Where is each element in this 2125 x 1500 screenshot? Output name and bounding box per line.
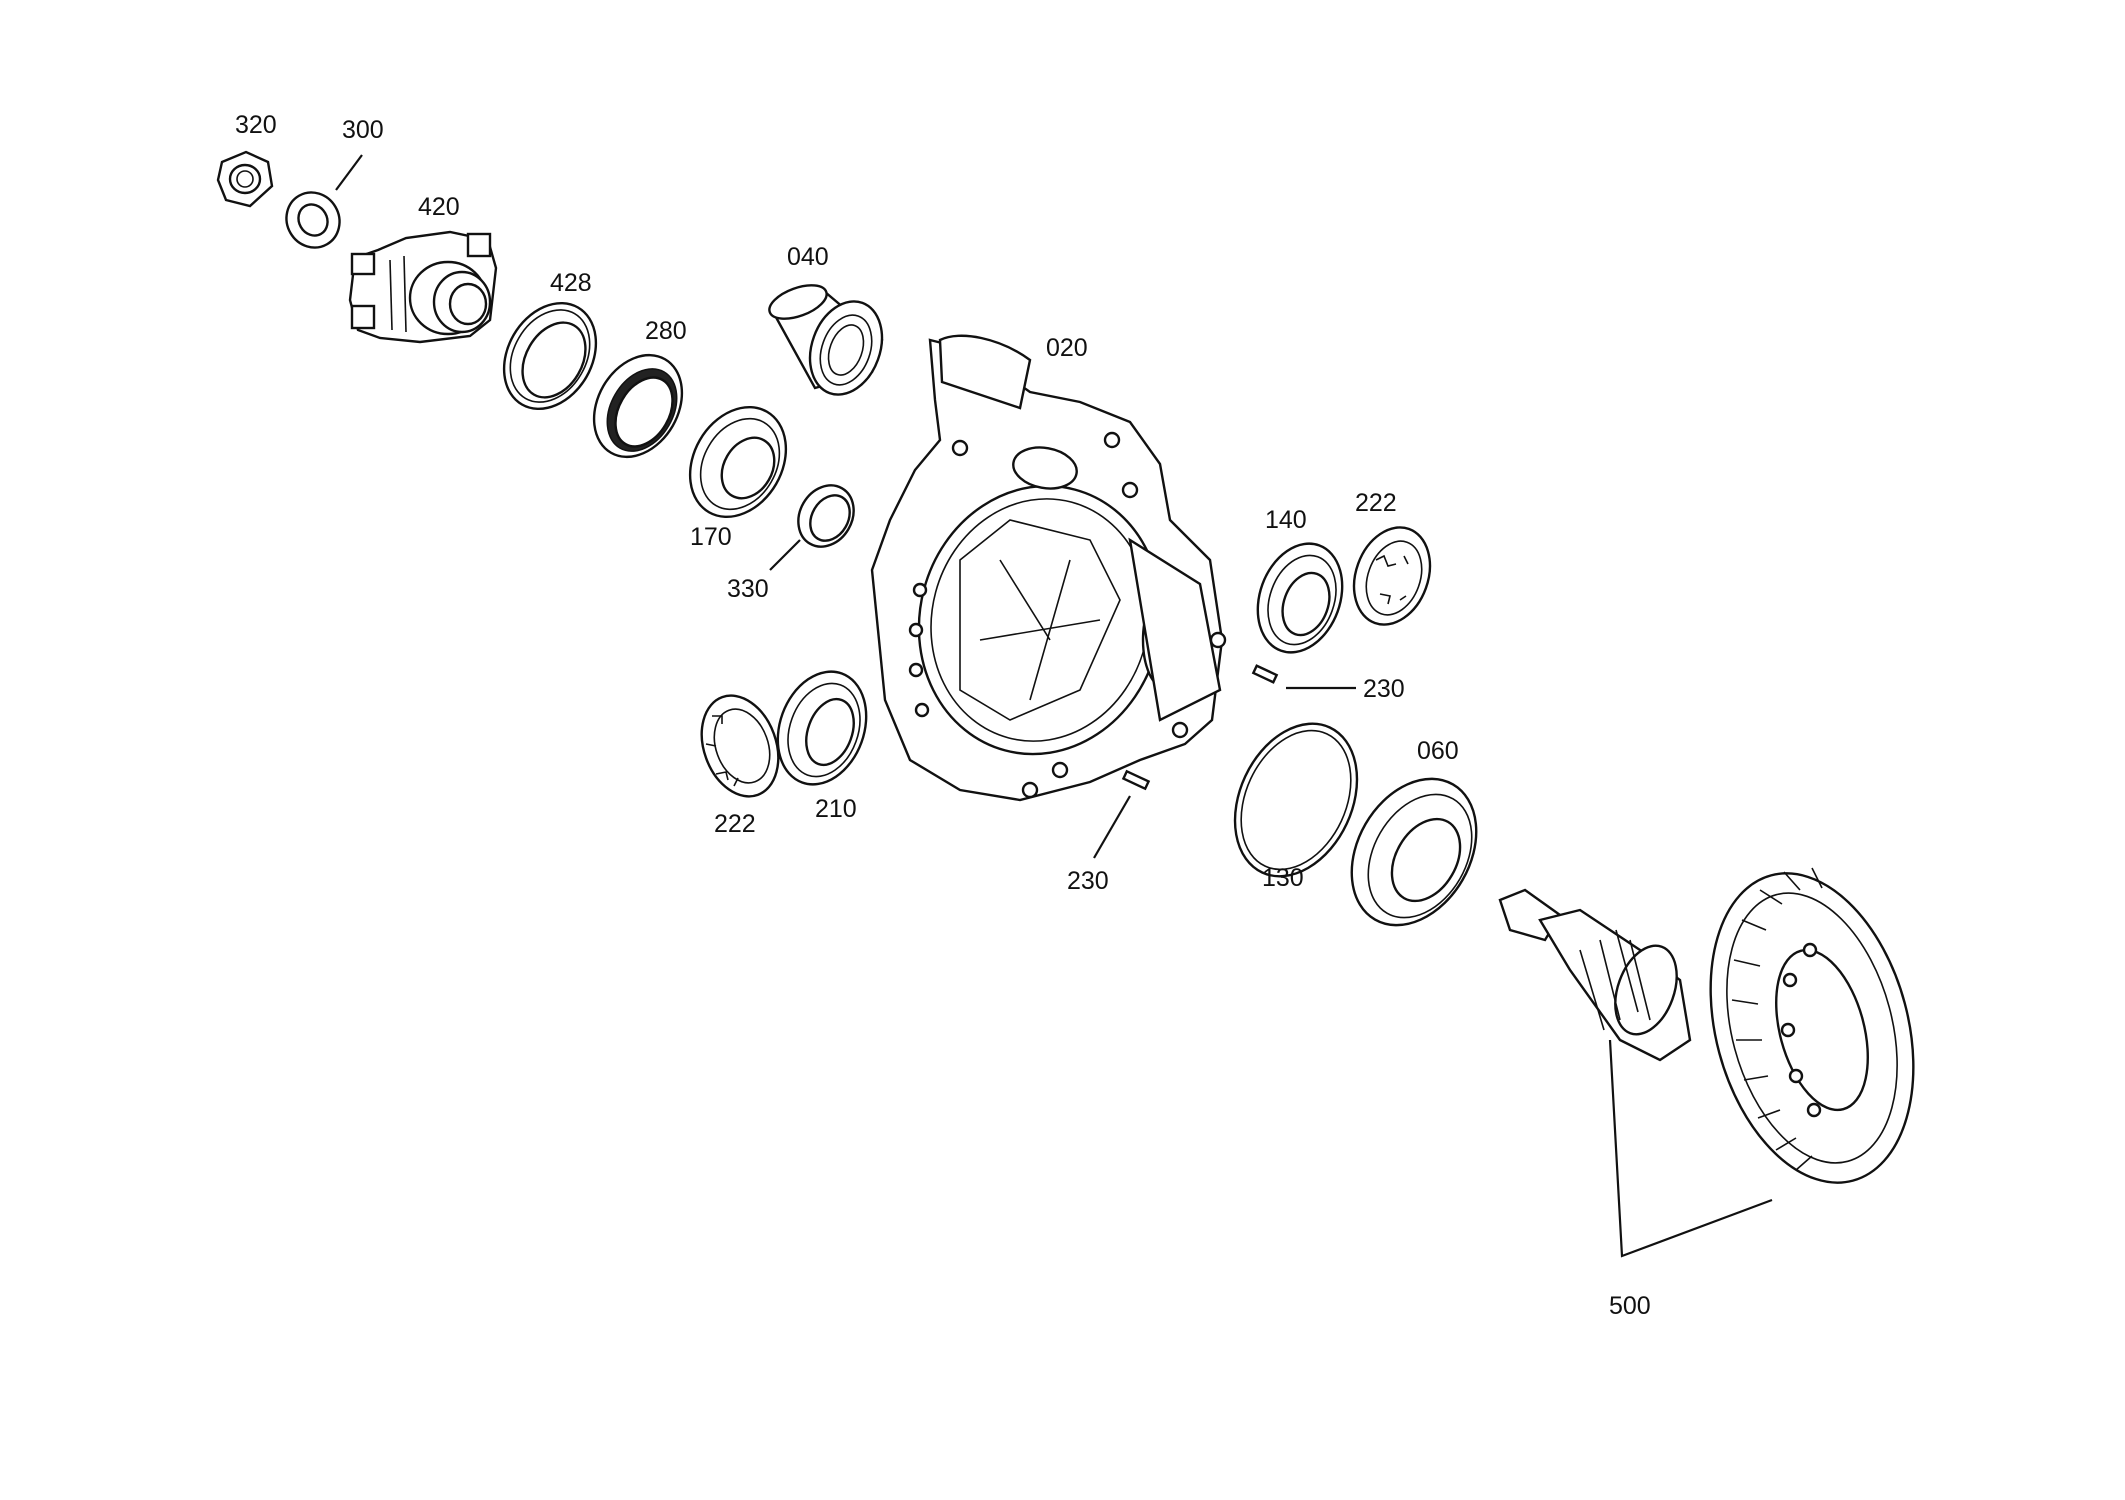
- part-330-ring: [797, 484, 855, 548]
- part-230-pin-bottom: [1121, 769, 1151, 791]
- label-420: 420: [418, 193, 460, 221]
- label-130: 130: [1262, 864, 1304, 892]
- label-230-right: 230: [1363, 675, 1405, 703]
- label-230-bottom: 230: [1067, 867, 1109, 895]
- part-130-ring: [1233, 722, 1359, 878]
- label-222-right: 222: [1355, 489, 1397, 517]
- label-140: 140: [1265, 506, 1307, 534]
- part-222-castle-nut-right: [1352, 526, 1432, 626]
- part-428-seal: [502, 301, 598, 411]
- part-420-flange: [348, 230, 498, 344]
- part-210-bearing: [776, 670, 868, 786]
- part-230-pin-right: [1251, 664, 1279, 684]
- label-020: 020: [1046, 334, 1088, 362]
- part-140-bearing: [1256, 542, 1344, 654]
- label-300: 300: [342, 116, 384, 144]
- label-040: 040: [787, 243, 829, 271]
- part-020-housing: [870, 334, 1227, 802]
- leader-500: [1608, 1039, 1773, 1258]
- label-280: 280: [645, 317, 687, 345]
- part-060-bearing: [1350, 777, 1478, 927]
- label-170: 170: [690, 523, 732, 551]
- part-320-hex-nut: [216, 150, 274, 208]
- part-280-seal: [592, 353, 684, 459]
- leader-lines: [335, 154, 1773, 1258]
- label-428: 428: [550, 269, 592, 297]
- part-300-washer: [285, 191, 341, 249]
- label-060: 060: [1417, 737, 1459, 765]
- label-500: 500: [1609, 1292, 1651, 1320]
- part-500-pinion: [1498, 888, 1692, 1062]
- leader-330: [769, 539, 801, 571]
- part-labels: 320 300 420 428 280 040 020 170 330 140 …: [235, 111, 1651, 1320]
- part-040-sleeve: [768, 284, 884, 396]
- label-210: 210: [815, 795, 857, 823]
- label-330: 330: [727, 575, 769, 603]
- label-222-left: 222: [714, 810, 756, 838]
- label-320: 320: [235, 111, 277, 139]
- part-170-bearing: [688, 405, 788, 519]
- part-500-ring-gear: [1709, 867, 1915, 1184]
- leader-300: [335, 154, 363, 191]
- part-222-castle-nut-left: [700, 694, 780, 798]
- housing-bolt-holes: [908, 431, 1227, 799]
- leader-230-bottom: [1093, 795, 1131, 859]
